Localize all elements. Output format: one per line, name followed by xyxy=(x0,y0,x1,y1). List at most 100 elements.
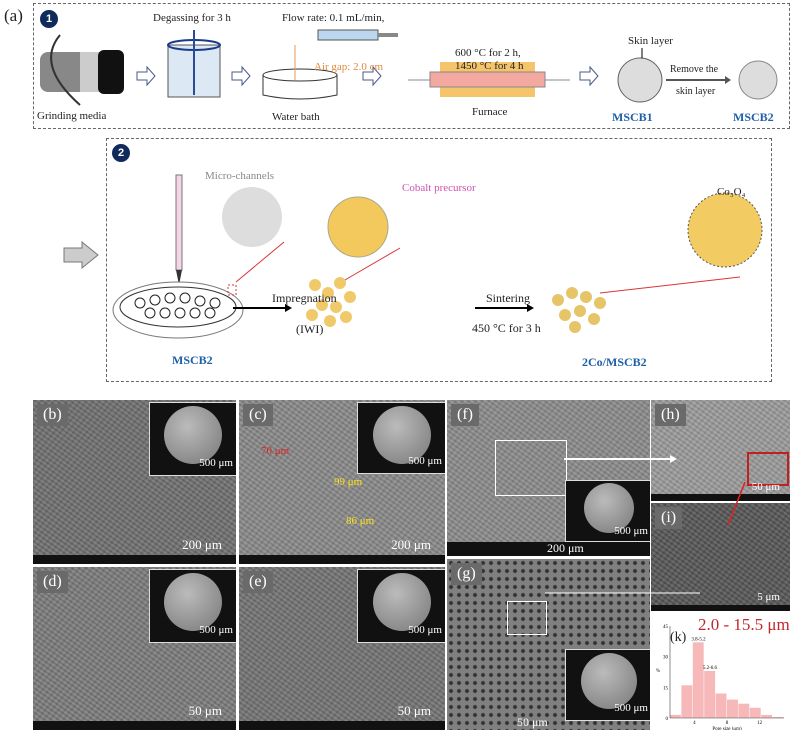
histogram-bar xyxy=(704,670,716,718)
bar-data-label: 3.8-5.2 xyxy=(691,637,706,642)
inset-scale: 500 μm xyxy=(614,702,648,714)
micro-channels-text: Micro-channels xyxy=(205,170,275,182)
impregnation-arrow xyxy=(233,304,292,312)
x-tick-label: 12 xyxy=(757,721,763,726)
scale-text: 200 μm xyxy=(182,537,222,552)
sem-panel-b: 500 μm (b) 200 μm xyxy=(32,399,237,565)
measure-99: 99 μm xyxy=(334,476,363,488)
product-label: 2Co/MSCB2 xyxy=(582,355,647,369)
pipette-icon xyxy=(175,174,183,285)
syringe-icon xyxy=(317,29,398,41)
panel-label: (e) xyxy=(243,571,273,593)
skin-layer-text: Skin layer xyxy=(628,35,673,47)
sintering-arrow xyxy=(475,304,534,312)
histogram-bar xyxy=(772,716,784,718)
step2-diagram xyxy=(112,174,763,339)
scale-text: 5 μm xyxy=(757,591,780,603)
zoom-box xyxy=(507,601,547,635)
inset-scale: 500 μm xyxy=(199,457,233,469)
co-particles-icon xyxy=(552,287,606,333)
step2-badge: 2 xyxy=(112,144,130,162)
y-axis-label: % xyxy=(656,669,660,674)
impregnation-text: Impregnation xyxy=(272,291,337,305)
y-tick-label: 0 xyxy=(666,717,669,722)
step1-diagram xyxy=(40,29,778,106)
air-gap-text: Air gap: 2.0 cm xyxy=(314,61,384,73)
chart-label: (k) xyxy=(670,630,687,645)
sem-panel-c: 500 μm (c) 70 μm 99 μm 86 μm 200 μm xyxy=(238,399,446,565)
histogram-bar xyxy=(670,714,681,718)
histogram-bar xyxy=(761,714,773,718)
beaker-icon xyxy=(167,30,221,98)
panel-label: (h) xyxy=(655,404,686,426)
scale-text: 200 μm xyxy=(391,537,431,552)
remove-arrow xyxy=(666,76,731,84)
histogram-bar xyxy=(749,707,761,718)
furnace-text: Furnace xyxy=(472,106,508,118)
furnace-icon xyxy=(408,62,570,97)
mscb1-label: MSCB1 xyxy=(612,110,653,124)
inset-scale: 500 μm xyxy=(408,624,442,636)
chart-title: 2.0 - 15.5 μm xyxy=(698,615,790,634)
step-arrow-icon xyxy=(63,240,99,270)
mscb2-label: MSCB2 xyxy=(733,110,774,124)
histogram-bar xyxy=(692,642,704,718)
sinter-temp-text: 450 °C for 3 h xyxy=(472,321,541,335)
cobalt-disc-icon xyxy=(327,196,401,281)
x-tick-label: 8 xyxy=(726,721,729,726)
panel-label: (f) xyxy=(451,404,479,426)
step2-box xyxy=(106,138,772,382)
remove-text-2: skin layer xyxy=(676,86,716,97)
furnace-temp-1: 600 °C for 2 h, xyxy=(455,47,521,59)
petri-dish-icon xyxy=(112,281,244,339)
mscb2-label-2: MSCB2 xyxy=(172,353,213,367)
x-tick-label: 4 xyxy=(693,721,696,726)
panel-a-label: (a) xyxy=(4,6,23,25)
panel-label: (g) xyxy=(451,563,482,585)
flow-rate-text: Flow rate: 0.1 mL/min, xyxy=(282,12,385,24)
mscb2-icon xyxy=(738,60,778,100)
panel-label: (b) xyxy=(37,404,68,426)
histogram-bar xyxy=(738,703,750,718)
inset-scale: 500 μm xyxy=(408,455,442,467)
histogram-bar xyxy=(681,685,693,718)
scale-text: 50 μm xyxy=(517,715,548,729)
micro-channel-disc-icon xyxy=(222,187,285,283)
sem-panel-h: (h) 50 μm xyxy=(650,399,791,502)
inset-scale: 500 μm xyxy=(199,624,233,636)
cobalt-precursor-text: Cobalt precursor xyxy=(402,182,476,194)
sem-panel-f: 500 μm (f) 200 μm xyxy=(446,399,652,557)
y-tick-label: 30 xyxy=(663,656,669,661)
panel-label: (c) xyxy=(243,404,273,426)
bar-data-label: 5.2-6.6 xyxy=(703,666,718,671)
arrow-icon xyxy=(136,65,599,87)
mscb1-icon xyxy=(617,48,663,103)
scale-text: 50 μm xyxy=(751,481,780,493)
panel-label: (d) xyxy=(37,571,68,593)
inset-scale: 500 μm xyxy=(614,525,648,537)
sem-panel-i: (i) 5 μm xyxy=(650,502,791,612)
water-bath-icon xyxy=(262,45,338,100)
ball-mill-icon xyxy=(40,34,124,106)
sintering-text: Sintering xyxy=(486,291,530,305)
sem-panel-d: 500 μm (d) 50 μm xyxy=(32,566,237,731)
panel-label: (i) xyxy=(655,507,683,529)
degassing-text: Degassing for 3 h xyxy=(153,12,231,24)
scale-text: 50 μm xyxy=(188,703,222,718)
measure-86: 86 μm xyxy=(346,515,375,527)
furnace-temp-2: 1450 °C for 4 h xyxy=(455,60,524,72)
remove-text-1: Remove the xyxy=(670,64,719,75)
step1-box xyxy=(33,3,790,129)
sem-panel-e: 500 μm (e) 50 μm xyxy=(238,566,446,731)
co3o4-text: Co₃O₄ xyxy=(717,186,746,198)
histogram-bar xyxy=(727,699,738,718)
step1-badge: 1 xyxy=(40,10,58,28)
y-tick-label: 15 xyxy=(663,686,669,691)
measure-70: 70 μm xyxy=(261,445,290,457)
x-axis-label: Pore size (μm) xyxy=(712,727,742,730)
scale-text: 50 μm xyxy=(397,703,431,718)
scale-text: 200 μm xyxy=(547,541,584,555)
zoom-box xyxy=(747,452,789,486)
